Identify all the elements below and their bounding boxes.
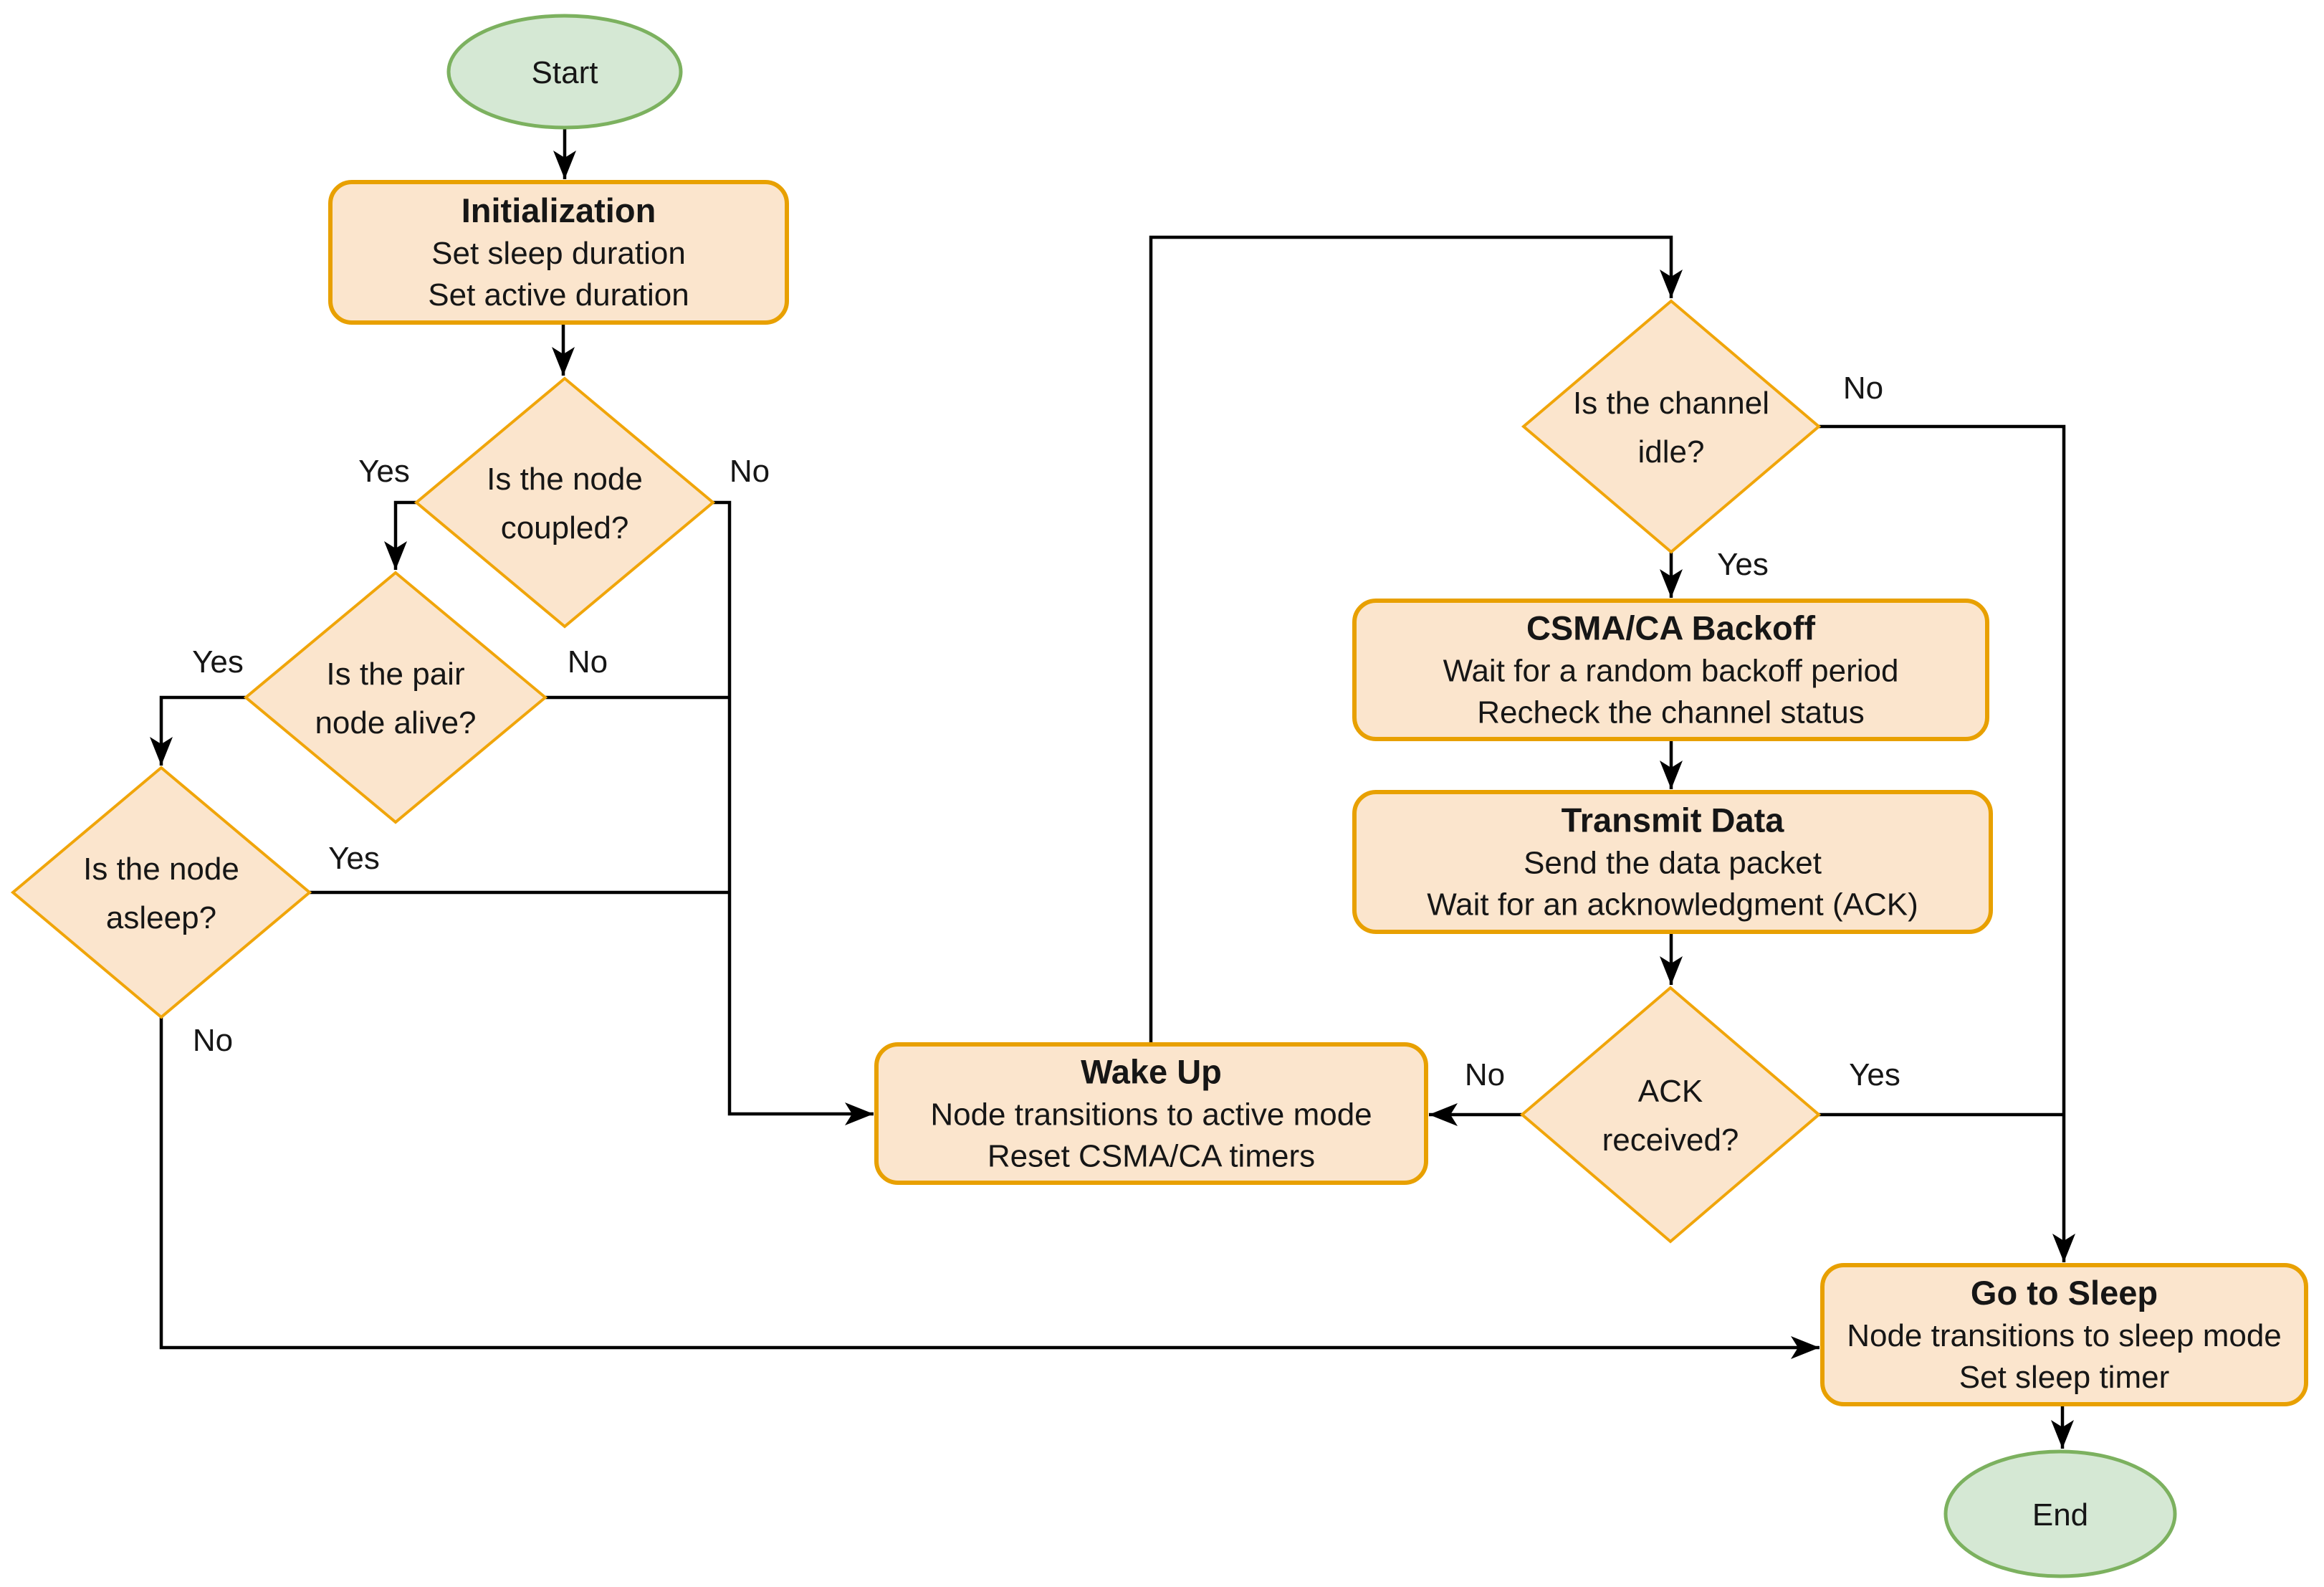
end-terminal <box>1943 1449 2177 1578</box>
edge-wake-loop-to-channel <box>1149 235 1683 1044</box>
transmit-data-process-label-1: Send the data packet <box>1524 846 1822 881</box>
go-to-sleep-process-label-1: Node transitions to sleep mode <box>1847 1318 2282 1353</box>
initialization-process-label-0: Initialization <box>462 191 656 229</box>
edge-channel-no-to-sleep <box>1819 424 2075 1262</box>
channel-idle-decision-label-0: Is the channel <box>1573 386 1769 421</box>
end-terminal-label-0: End <box>2032 1497 2088 1533</box>
edge-label-coupled-yes-to-pair: Yes <box>358 454 410 489</box>
pair-node-alive-decision-label-0: Is the pair <box>326 657 464 692</box>
edge-label-asleep-no-to-sleep: No <box>193 1023 233 1058</box>
initialization-process <box>328 180 789 325</box>
csma-backoff-process-label-2: Recheck the channel status <box>1477 695 1865 730</box>
go-to-sleep-process-label-0: Go to Sleep <box>1971 1274 2158 1312</box>
node-asleep-decision <box>10 766 312 1019</box>
ack-received-decision-label-0: ACK <box>1638 1074 1703 1109</box>
edge-label-coupled-no-to-wake: No <box>730 454 770 489</box>
wake-up-process <box>874 1042 1428 1185</box>
node-coupled-decision-label-0: Is the node <box>487 462 643 497</box>
node-coupled-decision <box>413 376 716 629</box>
edge-label-ack-no-to-wake: No <box>1465 1057 1505 1092</box>
wake-up-process-label-2: Reset CSMA/CA timers <box>988 1139 1315 1174</box>
go-to-sleep-process-label-2: Set sleep timer <box>1959 1360 2169 1395</box>
edge-label-asleep-yes-to-collector: Yes <box>328 841 380 876</box>
wake-up-process-label-0: Wake Up <box>1081 1053 1222 1091</box>
channel-idle-decision <box>1521 299 1822 554</box>
pair-node-alive-decision-label-1: node alive? <box>315 705 476 740</box>
ack-received-decision-label-1: received? <box>1602 1123 1739 1158</box>
csma-backoff-process <box>1352 599 1989 741</box>
csma-backoff-process-label-0: CSMA/CA Backoff <box>1526 609 1815 647</box>
initialization-process-label-1: Set sleep duration <box>431 236 686 271</box>
start-terminal <box>446 14 683 130</box>
transmit-data-process <box>1352 790 1993 934</box>
edge-label-ack-yes-to-sleep: Yes <box>1849 1057 1900 1092</box>
edge-label-pair-no-to-collector: No <box>568 644 608 680</box>
edge-asleep-no-to-sleep <box>159 1017 1819 1359</box>
edge-coupled-no-to-wake <box>713 500 874 1125</box>
ack-received-decision <box>1519 986 1822 1244</box>
start-terminal-label-0: Start <box>532 55 598 90</box>
transmit-data-process-label-0: Transmit Data <box>1562 801 1785 839</box>
edge-label-channel-yes-to-csma: Yes <box>1717 547 1769 582</box>
csma-backoff-process-label-1: Wait for a random backoff period <box>1443 654 1899 689</box>
initialization-process-label-2: Set active duration <box>428 277 689 313</box>
node-asleep-decision-label-0: Is the node <box>83 852 239 887</box>
wake-up-process-label-1: Node transitions to active mode <box>930 1097 1372 1133</box>
pair-node-alive-decision <box>243 571 548 824</box>
go-to-sleep-process <box>1820 1263 2308 1406</box>
channel-idle-decision-label-1: idle? <box>1638 434 1705 470</box>
edge-label-pair-yes-to-asleep: Yes <box>192 644 244 680</box>
edge-label-channel-no-to-sleep: No <box>1843 371 1883 406</box>
edge-coupled-yes-to-pair <box>384 500 416 570</box>
node-coupled-decision-label-1: coupled? <box>501 510 629 545</box>
transmit-data-process-label-2: Wait for an acknowledgment (ACK) <box>1427 887 1918 923</box>
node-asleep-decision-label-1: asleep? <box>106 900 216 935</box>
edge-pair-yes-to-asleep <box>150 695 247 766</box>
